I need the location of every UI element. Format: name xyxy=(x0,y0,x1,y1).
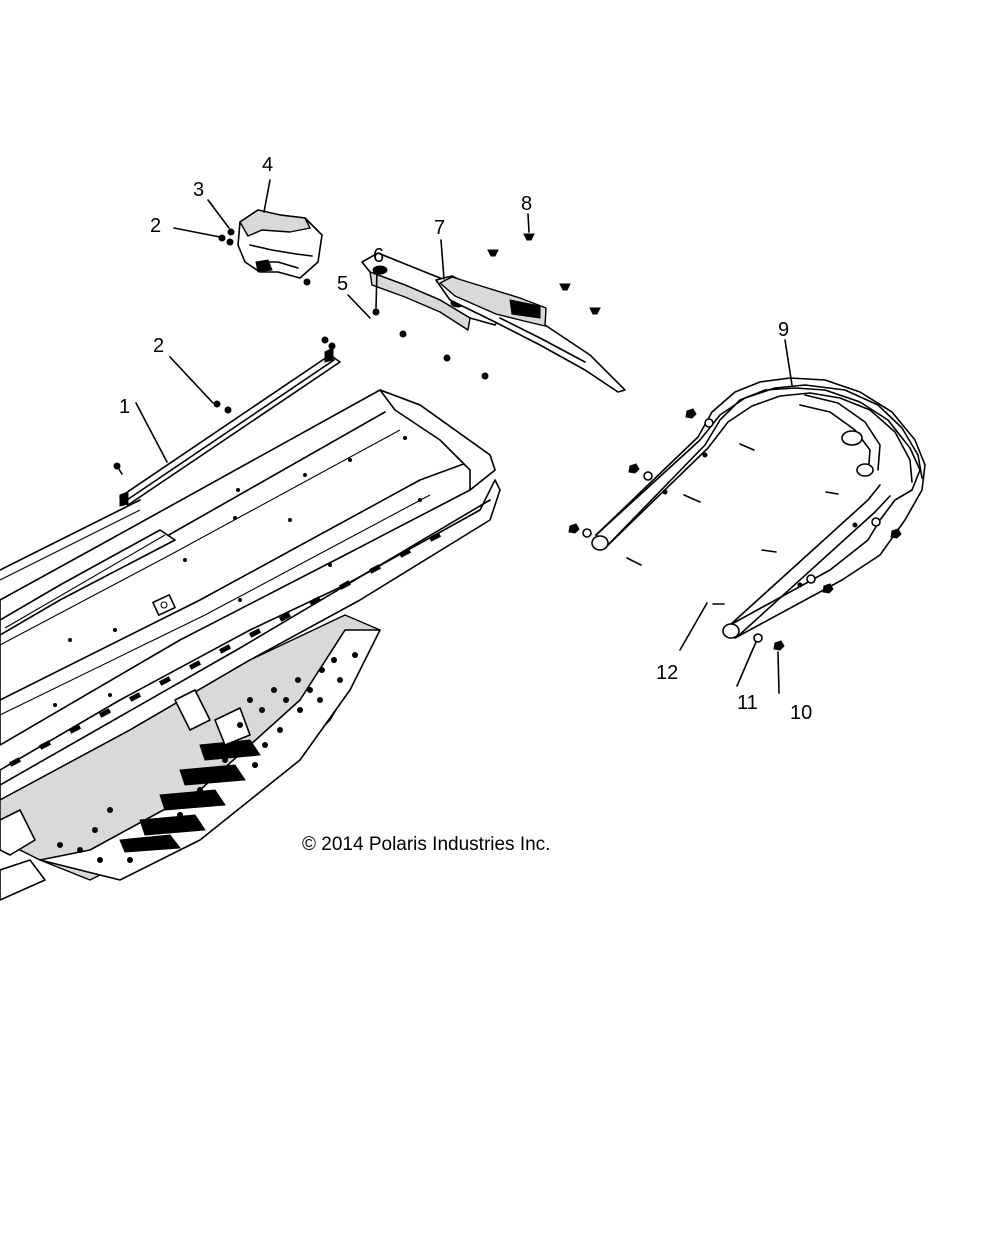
callout-7: 7 xyxy=(434,217,446,239)
part-1-rail-strip xyxy=(119,347,341,507)
part-9-rear-bumper xyxy=(591,339,926,639)
copyright-notice: © 2014 Polaris Industries Inc. xyxy=(302,834,551,855)
callout-9: 9 xyxy=(778,319,790,341)
callout-10: 10 xyxy=(790,702,813,724)
callout-5: 5 xyxy=(337,273,349,295)
callout-4: 4 xyxy=(262,154,274,176)
part-5-bracket xyxy=(347,252,503,380)
part-4-cover xyxy=(173,179,323,286)
rail-slots xyxy=(8,532,442,767)
bumper-hardware xyxy=(568,408,902,694)
callout-11: 11 xyxy=(737,692,758,714)
callout-3: 3 xyxy=(193,179,205,201)
tunnel-assembly xyxy=(0,389,501,901)
part-6-screw xyxy=(372,269,380,316)
callout-6: 6 xyxy=(373,245,385,267)
callout-8: 8 xyxy=(521,193,533,215)
callout-12: 12 xyxy=(656,662,679,684)
callout-1: 1 xyxy=(119,396,131,418)
traction-holes xyxy=(57,652,358,863)
part-7-flap-bracket xyxy=(435,239,626,393)
part-8-screws xyxy=(487,213,601,315)
callout-2-upper: 2 xyxy=(150,215,162,237)
footrest-slots xyxy=(119,739,261,853)
callout-2-lower: 2 xyxy=(153,335,165,357)
part-2-screws-lower xyxy=(113,336,336,475)
